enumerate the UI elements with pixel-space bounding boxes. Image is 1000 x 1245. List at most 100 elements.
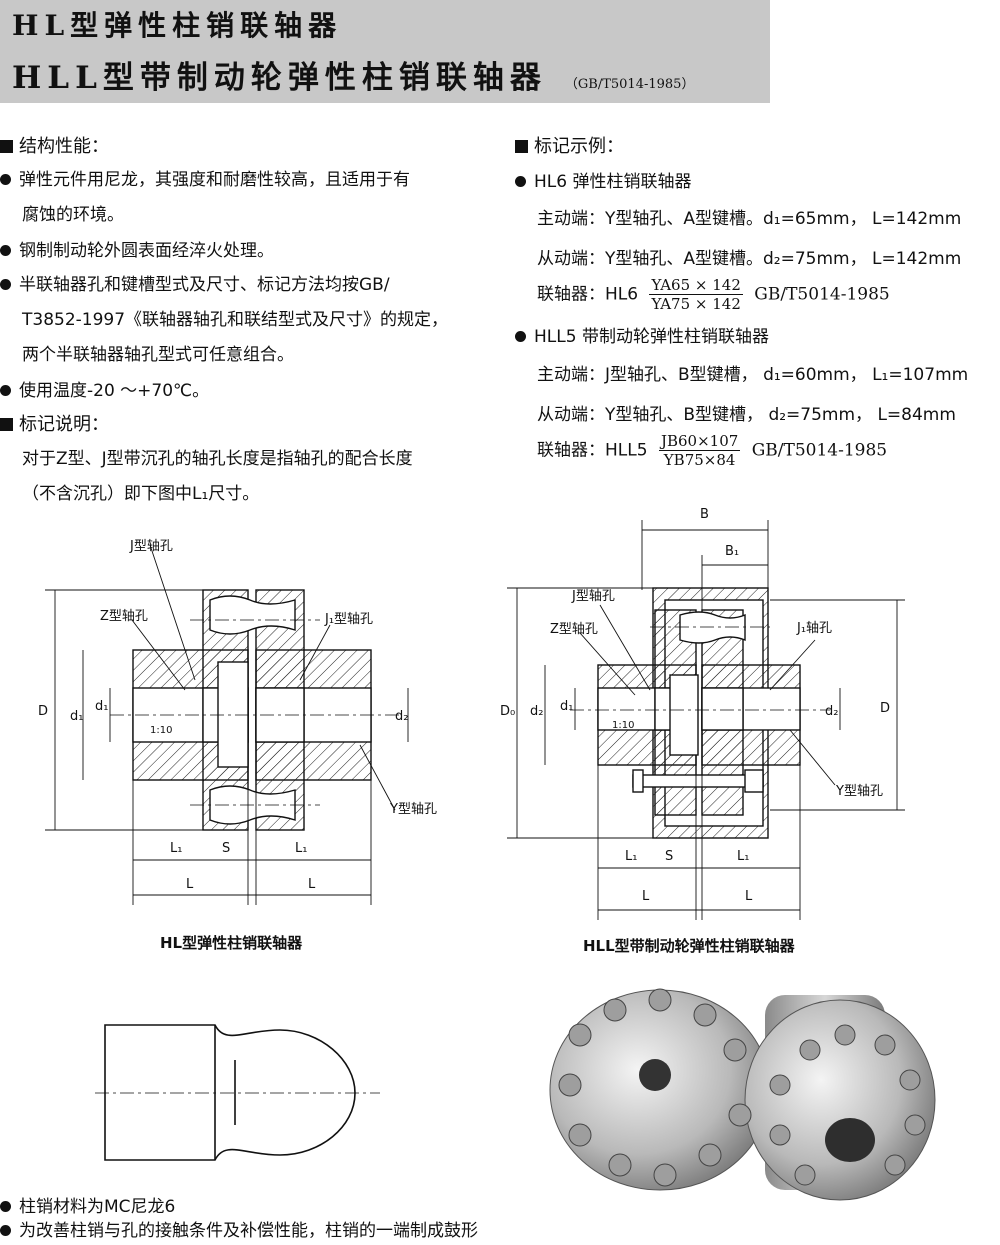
example2-driven: 从动端：Y型轴孔、B型键槽， d₂=75mm， L=84mm xyxy=(537,405,956,425)
title-hl: HL型弹性柱销联轴器 xyxy=(12,9,343,42)
bullet-temperature: 使用温度-20 ～+70℃。 xyxy=(0,376,209,401)
example2-denominator: YB75×84 xyxy=(663,451,736,469)
bullet-dot-icon xyxy=(0,174,11,185)
label-z-bore: Z型轴孔 xyxy=(550,622,598,637)
barrel-pin-sketch xyxy=(95,1024,380,1161)
taper-ratio: 1:10 xyxy=(150,725,172,736)
dim-S: S xyxy=(222,841,230,856)
dim-D: D xyxy=(880,701,890,716)
section-structure: 结构性能： xyxy=(0,132,109,158)
square-bullet-icon xyxy=(0,140,13,153)
dim-d2-left: d₂ xyxy=(530,704,543,719)
bullet-brake-text: 钢制制动轮外圆表面经淬火处理。 xyxy=(19,241,274,261)
section-structure-title: 结构性能： xyxy=(19,136,109,157)
bullet-dot-icon xyxy=(515,331,526,342)
dim-d1-outer: d₁ xyxy=(70,709,83,724)
title-band xyxy=(0,0,770,103)
example1-title: HL6 弹性柱销联轴器 xyxy=(515,167,691,192)
footer-pin-material: 柱销材料为MC尼龙6 xyxy=(0,1192,175,1217)
caption-hl: HL型弹性柱销联轴器 xyxy=(160,934,303,952)
dim-L1-left: L₁ xyxy=(170,841,182,856)
dim-d2-right: d₂ xyxy=(825,704,838,719)
dim-S: S xyxy=(665,849,673,864)
example2-title: HLL5 带制动轮弹性柱销联轴器 xyxy=(515,322,769,347)
dim-L-right: L xyxy=(308,877,316,892)
title-hll: HLL型带制动轮弹性柱销联轴器 （GB/T5014-1985） xyxy=(12,52,694,97)
example2-coupling-label: 联轴器：HLL5 xyxy=(537,440,648,461)
dim-L1-right: L₁ xyxy=(295,841,307,856)
dim-L-right: L xyxy=(745,889,753,904)
bullet-bore-line2: T3852-1997《联轴器轴孔和联结型式及尺寸》的规定， xyxy=(22,310,449,330)
section-example: 标记示例： xyxy=(515,132,624,158)
bullet-dot-icon xyxy=(0,385,11,396)
marking-note-line1: 对于Z型、J型带沉孔的轴孔长度是指轴孔的配合长度 xyxy=(22,449,413,469)
dim-L1-left: L₁ xyxy=(625,849,637,864)
example2-drive: 主动端：J型轴孔、B型键槽， d₁=60mm， L₁=107mm xyxy=(537,365,969,385)
example1-numerator: YA65 × 142 xyxy=(649,276,743,295)
label-y-bore: Y型轴孔 xyxy=(835,784,883,799)
example2-numerator: JB60×107 xyxy=(658,432,741,451)
section-marking-title: 标记说明： xyxy=(19,414,109,435)
dim-d1: d₁ xyxy=(560,699,573,714)
pin-top xyxy=(209,595,296,635)
label-y-bore: Y型轴孔 xyxy=(389,802,437,817)
bullet-bore-line3: 两个半联轴器轴孔型式可任意组合。 xyxy=(22,345,294,365)
dim-L-left: L xyxy=(186,877,194,892)
example1-standard: GB/T5014-1985 xyxy=(754,284,890,305)
bullet-bore-line1: 半联轴器孔和键槽型式及尺寸、标记方法均按GB/ xyxy=(19,275,390,295)
hl-coupling-drawing: J型轴孔 Z型轴孔 J₁型轴孔 Y型轴孔 D d₁ d₁ d₂ 1:10 L₁ … xyxy=(38,539,437,905)
section-marking: 标记说明： xyxy=(0,410,109,436)
bullet-brake-wheel: 钢制制动轮外圆表面经淬火处理。 xyxy=(0,236,274,261)
dim-B1: B₁ xyxy=(725,544,739,559)
bullet-dot-icon xyxy=(515,176,526,187)
bullet-nylon-line2: 腐蚀的环境。 xyxy=(22,205,124,225)
dim-L-left: L xyxy=(642,889,650,904)
example1-denominator: YA75 × 142 xyxy=(651,295,741,313)
standard-code: （GB/T5014-1985） xyxy=(564,77,695,92)
bullet-dot-icon xyxy=(0,1201,11,1212)
dim-D0: D₀ xyxy=(500,704,515,719)
dim-L1-right: L₁ xyxy=(737,849,749,864)
footer-barrel-pin-text: 为改善柱销与孔的接触条件及补偿性能，柱销的一端制成鼓形 xyxy=(19,1221,478,1241)
bullet-dot-icon xyxy=(0,245,11,256)
label-j-bore: J型轴孔 xyxy=(129,539,173,554)
bullet-bore: 半联轴器孔和键槽型式及尺寸、标记方法均按GB/ xyxy=(0,270,390,295)
example2-title-text: HLL5 带制动轮弹性柱销联轴器 xyxy=(534,327,769,347)
label-j1-bore: J₁型轴孔 xyxy=(324,612,373,627)
caption-hll: HLL型带制动轮弹性柱销联轴器 xyxy=(583,937,795,955)
section-example-title: 标记示例： xyxy=(534,136,624,157)
square-bullet-icon xyxy=(515,140,528,153)
example2-standard: GB/T5014-1985 xyxy=(751,440,888,461)
bullet-temperature-text: 使用温度-20 ～+70℃。 xyxy=(19,381,210,401)
marking-note-line2: （不含沉孔）即下图中L₁尺寸。 xyxy=(22,484,260,504)
example1-coupling-label: 联轴器：HL6 xyxy=(537,284,639,305)
bullet-dot-icon xyxy=(0,1225,11,1236)
bullet-nylon-line1: 弹性元件用尼龙，其强度和耐磨性较高，且适用于有 xyxy=(19,170,410,190)
footer-barrel-pin: 为改善柱销与孔的接触条件及补偿性能，柱销的一端制成鼓形 xyxy=(0,1216,478,1241)
bolt xyxy=(632,774,764,788)
square-bullet-icon xyxy=(0,418,13,431)
dim-D: D xyxy=(38,704,48,719)
example1-drive: 主动端：Y型轴孔、A型键槽。d₁=65mm， L=142mm xyxy=(537,209,962,229)
example1-title-text: HL6 弹性柱销联轴器 xyxy=(534,172,692,192)
hll-coupling-drawing: B B₁ J型轴孔 Z型轴孔 J₁轴孔 Y型轴孔 D₀ d₂ d₁ d₂ D 1… xyxy=(500,507,905,920)
example1-driven: 从动端：Y型轴孔、A型键槽。d₂=75mm， L=142mm xyxy=(537,249,962,269)
pin-top xyxy=(679,611,746,644)
label-j1-bore: J₁轴孔 xyxy=(796,621,832,636)
pin-outline xyxy=(104,1024,356,1161)
footer-pin-material-text: 柱销材料为MC尼龙6 xyxy=(19,1197,176,1217)
label-z-bore: Z型轴孔 xyxy=(100,609,148,624)
label-j-bore: J型轴孔 xyxy=(571,589,615,604)
title-hll-text: HLL型带制动轮弹性柱销联轴器 xyxy=(12,60,547,96)
bullet-nylon: 弹性元件用尼龙，其强度和耐磨性较高，且适用于有 xyxy=(0,165,410,190)
dim-d1-inner: d₁ xyxy=(95,699,108,714)
coupling-product-photo xyxy=(549,988,936,1201)
dim-B: B xyxy=(700,507,709,522)
taper-ratio: 1:10 xyxy=(612,720,634,731)
dim-d2: d₂ xyxy=(395,709,408,724)
bullet-dot-icon xyxy=(0,279,11,290)
